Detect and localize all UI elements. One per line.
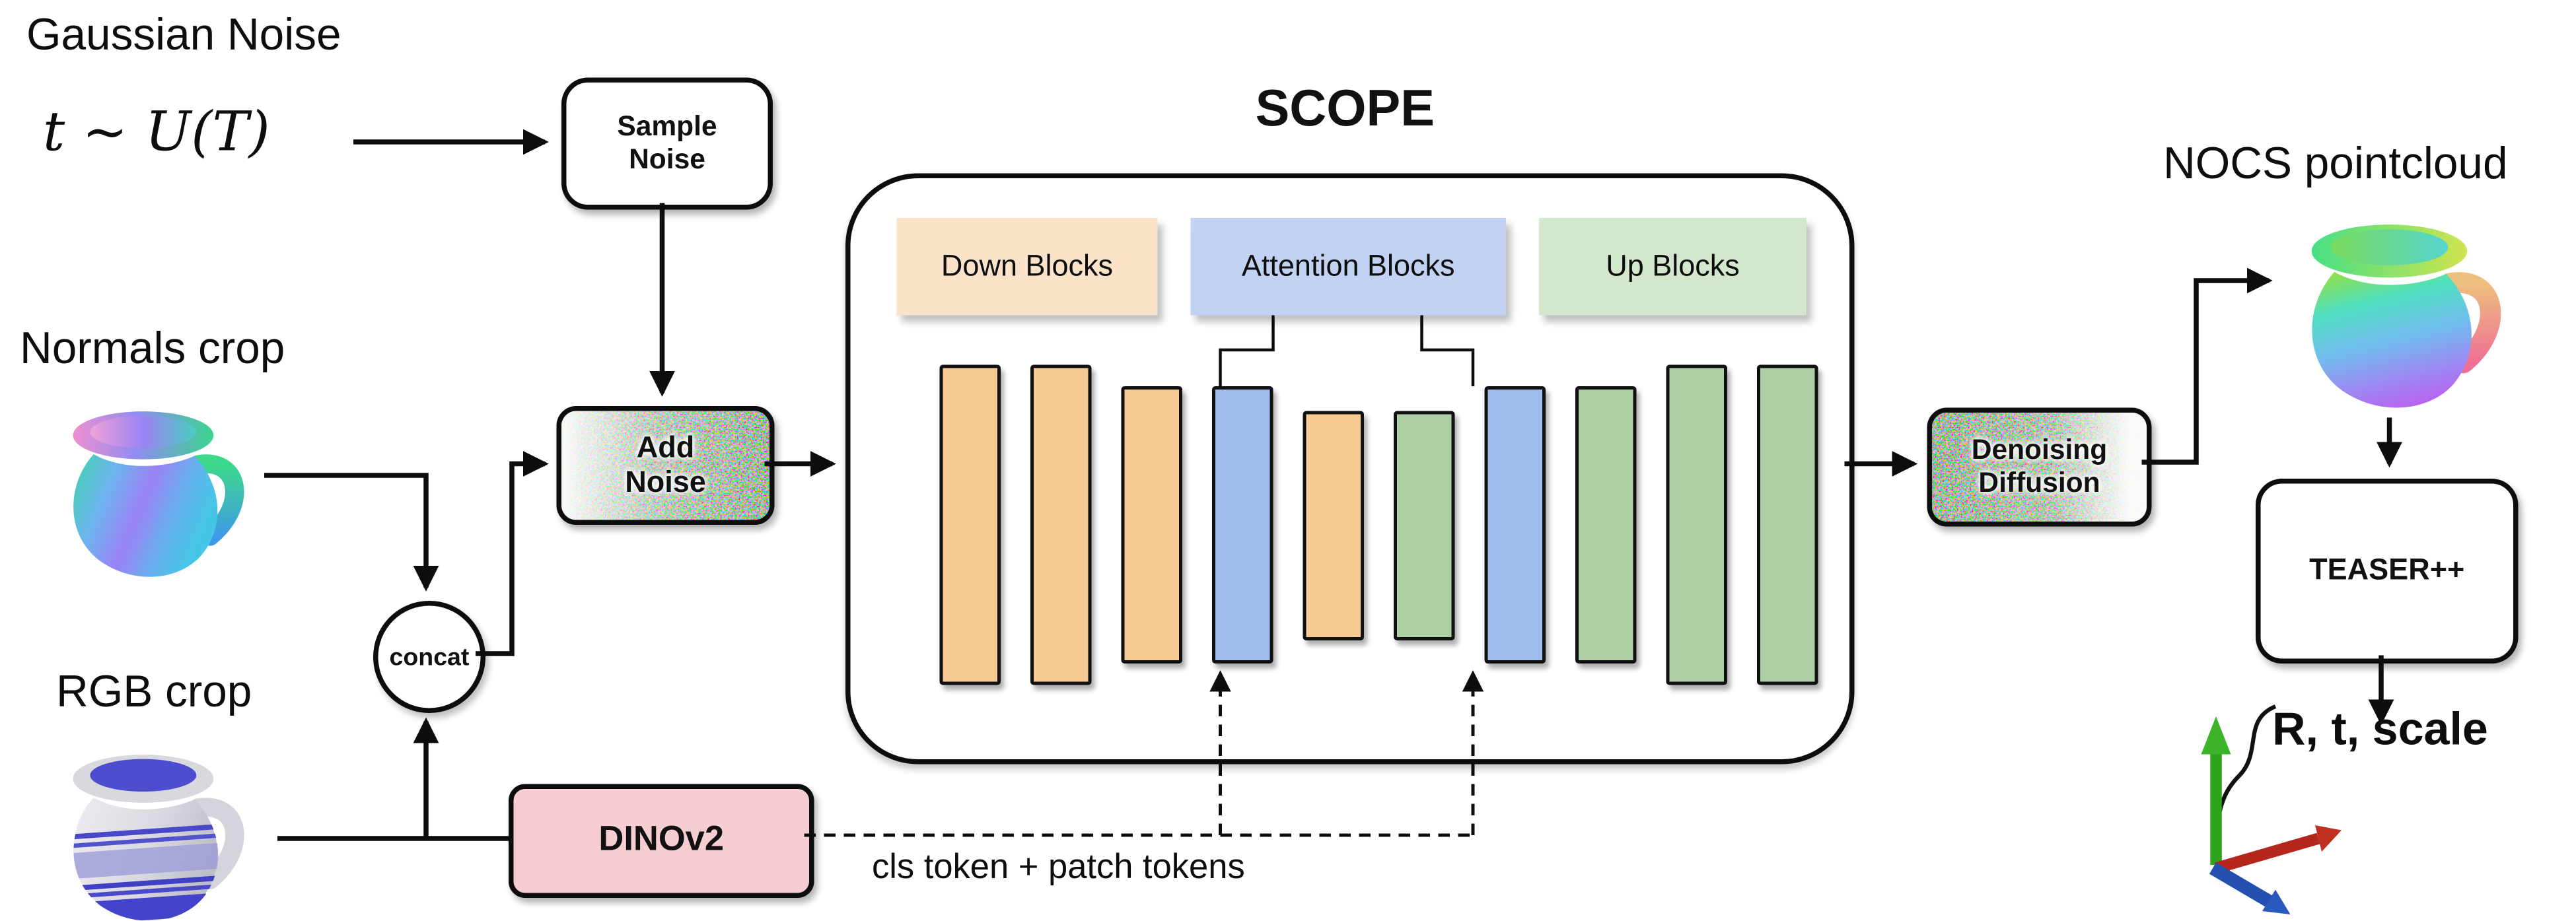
sample-noise-label-line2: Noise	[629, 143, 705, 176]
add-noise-label: Add Noise	[561, 411, 769, 520]
unet-bar-up	[1666, 364, 1727, 685]
legend-down-blocks-label: Down Blocks	[941, 249, 1114, 283]
unet-bar-up	[1575, 386, 1637, 664]
tokens-annotation: cls token + patch tokens	[872, 848, 1245, 887]
unet-bar-down	[1121, 386, 1182, 664]
axis-right-red	[2214, 833, 2320, 874]
axis-front-blue	[2209, 862, 2273, 907]
dinov2-label: DINOv2	[598, 820, 725, 859]
normals-crop-label: Normals crop	[20, 324, 285, 373]
add-noise-node: Add Noise	[556, 406, 775, 525]
rgb-crop-mug-image	[70, 755, 244, 921]
unet-bar-attention	[1212, 386, 1273, 664]
concat-label: concat	[389, 642, 470, 671]
sample-noise-label-line1: Sample	[617, 110, 717, 142]
unet-bar-down	[1303, 410, 1364, 640]
teaser-label: TEASER++	[2309, 553, 2465, 587]
unet-bar-up	[1394, 410, 1455, 640]
legend-up-blocks-label: Up Blocks	[1606, 249, 1740, 283]
denoising-diffusion-label: Denoising Diffusion	[1932, 413, 2147, 522]
noise-fade-overlay	[561, 411, 769, 520]
dinov2-node: DINOv2	[509, 784, 814, 898]
pose-axes-icon	[2201, 704, 2342, 914]
scope-bars	[939, 364, 1818, 685]
normals-crop-mug-image	[73, 411, 244, 577]
legend-down-blocks: Down Blocks	[896, 218, 1158, 316]
arrow-concat-to-add-noise	[476, 451, 549, 656]
arrow-normals-to-concat	[264, 473, 439, 592]
arrow-denoising-to-nocs	[2141, 267, 2273, 465]
axis-right-red-arrowhead	[2315, 825, 2342, 852]
nocs-pointcloud-mug-image	[2311, 224, 2501, 408]
add-noise-label-line2: Noise	[625, 465, 706, 498]
teaser-node: TEASER++	[2256, 479, 2519, 664]
axis-up-green-arrowhead	[2201, 716, 2231, 755]
unet-bar-attention	[1484, 386, 1546, 664]
axis-front-blue-arrowhead	[2262, 889, 2291, 914]
concat-node: concat	[373, 601, 485, 713]
noise-fade-overlay	[1932, 413, 2147, 522]
legend-up-blocks: Up Blocks	[1539, 218, 1807, 316]
denoising-diffusion-node: Denoising Diffusion	[1927, 407, 2152, 527]
add-noise-label-line1: Add	[636, 430, 695, 463]
timestep-formula: t ~ U(T)	[43, 99, 270, 164]
axes-callout-squiggle	[2215, 704, 2277, 823]
denoising-label-line2: Diffusion	[1978, 467, 2100, 499]
unet-bar-down	[939, 364, 1001, 685]
denoising-label-line1: Denoising	[1971, 434, 2108, 465]
gaussian-noise-label: Gaussian Noise	[26, 10, 341, 59]
nocs-pointcloud-label: NOCS pointcloud	[2163, 139, 2508, 188]
legend-attention-blocks-label: Attention Blocks	[1241, 249, 1455, 283]
sample-noise-node: Sample Noise	[561, 77, 773, 210]
unet-bar-up	[1757, 364, 1818, 685]
scope-title: SCOPE	[1255, 79, 1435, 137]
unet-bar-down	[1030, 364, 1092, 685]
rgb-crop-label: RGB crop	[56, 667, 252, 716]
legend-attention-blocks: Attention Blocks	[1190, 218, 1506, 316]
